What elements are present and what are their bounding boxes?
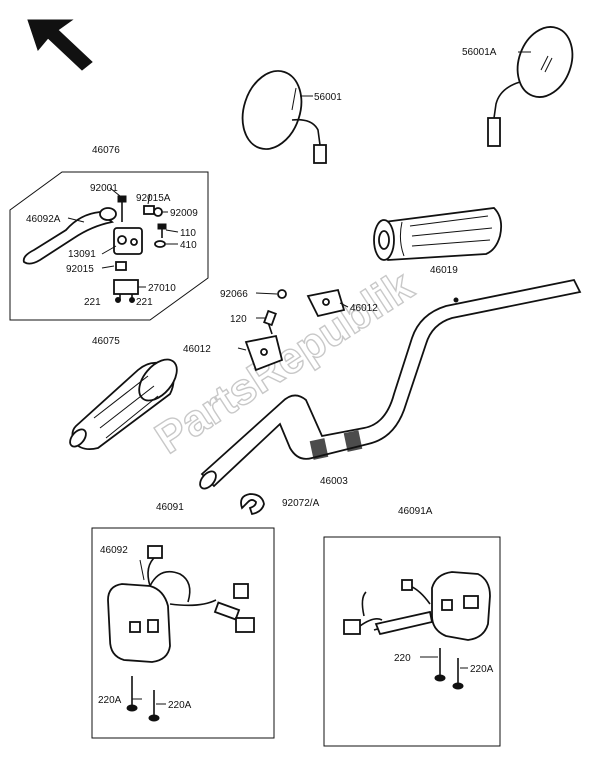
clip: [240, 493, 265, 516]
label-220: 220: [394, 653, 411, 664]
label-46091: 46091: [156, 502, 184, 513]
label-46019: 46019: [430, 265, 458, 276]
mirror-left: [241, 70, 327, 164]
mirror-right: [487, 26, 574, 147]
grip-left: [69, 358, 178, 451]
label-46012-lower: 46012: [183, 344, 211, 355]
label-410: 410: [180, 240, 197, 251]
label-92001: 92001: [90, 183, 118, 194]
label-56001: 56001: [314, 92, 342, 103]
label-92009: 92009: [170, 208, 198, 219]
label-27010: 27010: [148, 283, 176, 294]
label-92015: 92015: [66, 264, 94, 275]
label-220A-right: 220A: [168, 700, 192, 711]
label-46003: 46003: [320, 476, 348, 487]
label-92066: 92066: [220, 289, 248, 300]
label-46091A: 46091A: [398, 506, 433, 517]
label-46076: 46076: [92, 145, 120, 156]
label-56001A: 56001A: [462, 47, 497, 58]
label-120: 120: [230, 314, 247, 325]
arrow-up-left-icon: [27, 19, 93, 71]
grip-right: [373, 207, 503, 261]
label-46092: 46092: [100, 545, 128, 556]
label-92072A: 92072/A: [282, 498, 320, 509]
label-220A-left: 220A: [98, 695, 122, 706]
label-13091: 13091: [68, 249, 96, 260]
label-46075: 46075: [92, 336, 120, 347]
left-switch-housing: [91, 527, 275, 739]
handlebar: [199, 278, 582, 490]
clutch-lever-assembly: [9, 171, 209, 321]
label-92015A: 92015A: [136, 193, 171, 204]
label-46092A: 46092A: [26, 214, 61, 225]
label-221-right: 221: [136, 297, 153, 308]
label-46012-upper: 46012: [350, 303, 378, 314]
handlebar-holders: [237, 288, 349, 372]
label-221-left: 221: [84, 297, 101, 308]
right-switch-housing: [323, 536, 501, 747]
label-220A-right-box: 220A: [470, 664, 494, 675]
part-labels: 56001 56001A 46076 92001 92015A 92009 46…: [26, 47, 497, 711]
label-110: 110: [180, 228, 196, 239]
